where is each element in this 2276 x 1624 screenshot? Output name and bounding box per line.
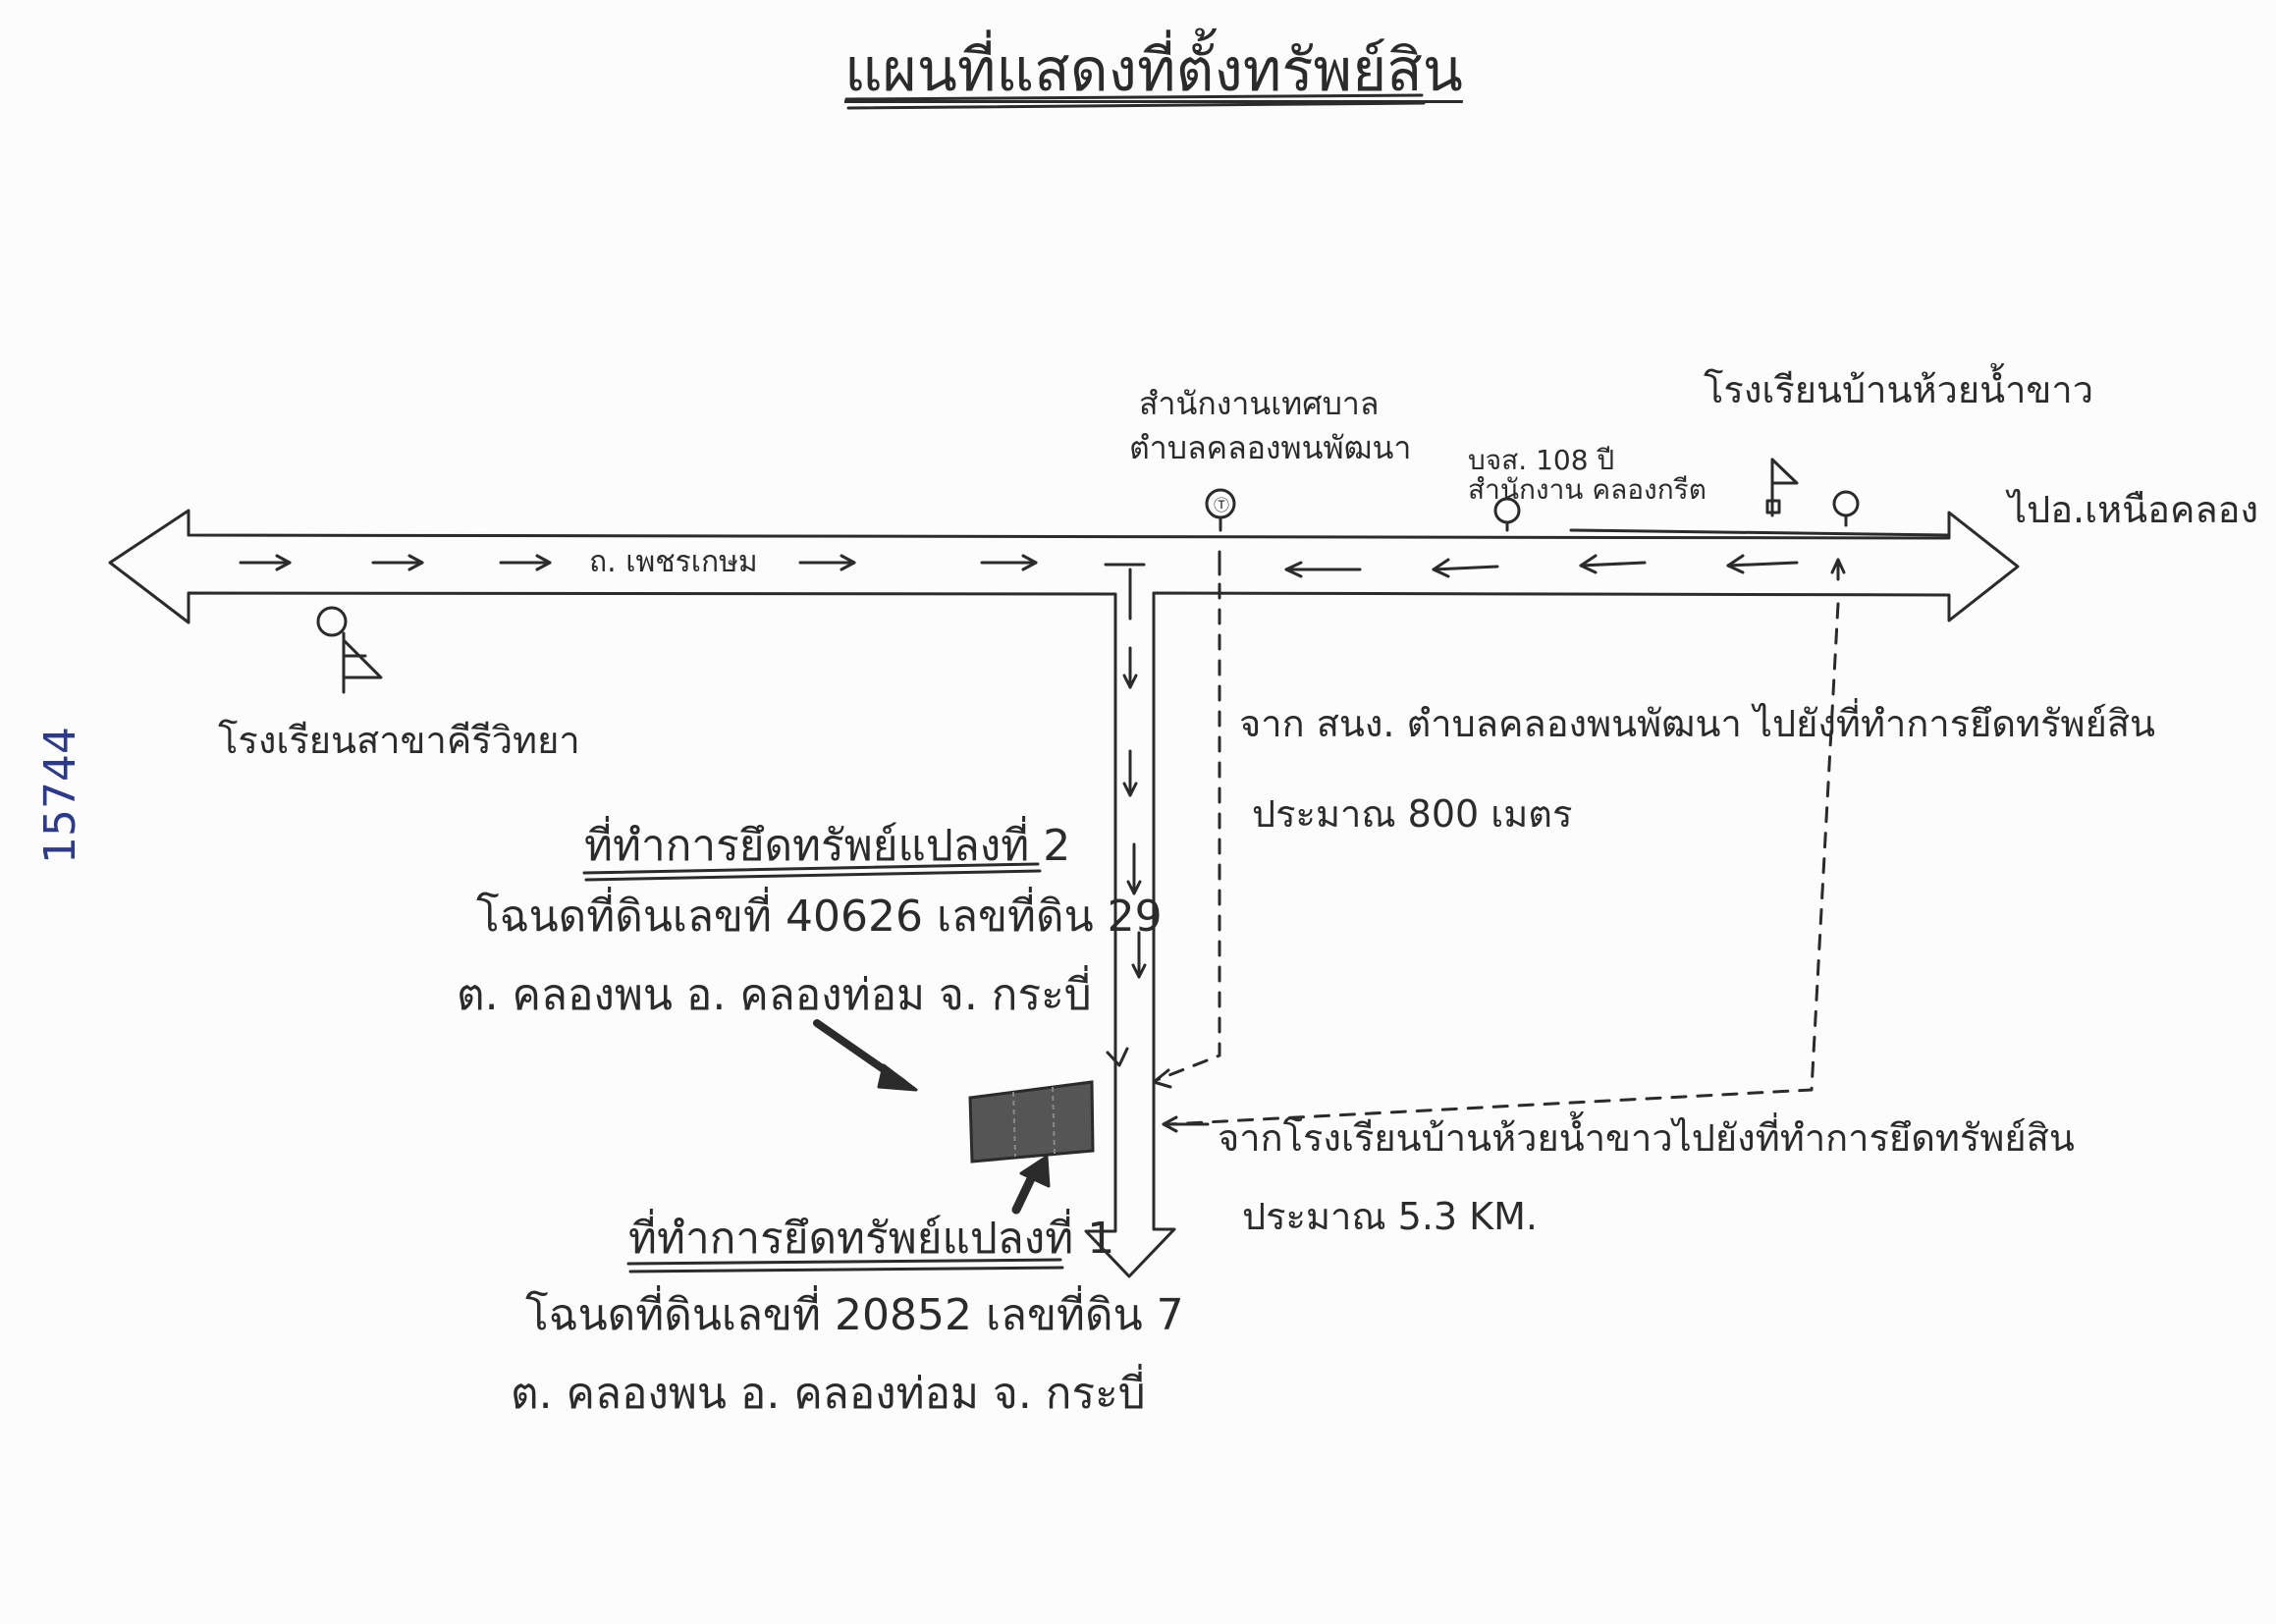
parcel-2-deed: โฉนดที่ดินเลขที่ 40626 เลขที่ดิน 29 <box>476 892 1163 942</box>
map-title: แผนที่แสดงที่ตั้งทรัพย์สิน <box>844 36 1463 105</box>
traffic-arrows-west <box>1218 550 1846 581</box>
municipal-office-label-1: สำนักงานเทศบาล <box>1139 385 1380 422</box>
title-underline-2 <box>846 101 1426 110</box>
road-edge <box>1569 528 1951 537</box>
side-reference-number: 15744 <box>35 727 85 864</box>
land-parcels <box>968 1080 1095 1164</box>
route-from-school <box>1166 602 1840 1126</box>
distance-school-line-1: จากโรงเรียนบ้านห้วยน้ำขาวไปยังที่ทำการยึ… <box>1218 1116 2075 1160</box>
traffic-arrows-east <box>239 554 1146 571</box>
school-east-label: โรงเรียนบ้านห้วยน้ำขาว <box>1704 368 2094 411</box>
main-road <box>108 509 2020 1278</box>
route-from-office <box>1155 582 1221 1082</box>
distance-office-line-2: ประมาณ 800 เมตร <box>1252 792 1573 836</box>
traffic-arrows-south <box>1122 568 1147 979</box>
parcel-1-location: ต. คลองพน อ. คลองท่อม จ. กระบี่ <box>511 1369 1146 1419</box>
distance-office-line-1: จาก สนง. ตำบลคลองพนพัฒนา ไปยังที่ทำการยึ… <box>1239 702 2156 745</box>
parcel-1-heading: ที่ทำการยึดทรัพย์แปลงที่ 1 <box>628 1214 1115 1264</box>
direction-east-label: ไปอ.เหนือคลอง <box>2008 488 2259 531</box>
school-east-icon <box>1832 490 1860 527</box>
distance-school-line-2: ประมาณ 5.3 KM. <box>1242 1195 1538 1238</box>
svg-text:Ⓣ: Ⓣ <box>1214 496 1229 514</box>
school-west-icon <box>316 606 383 694</box>
parcel-block <box>968 1080 1095 1164</box>
municipal-office-icon: Ⓣ <box>1205 488 1236 532</box>
parcel-divider <box>1012 1091 1016 1158</box>
parcel-1-deed: โฉนดที่ดินเลขที่ 20852 เลขที่ดิน 7 <box>525 1290 1184 1340</box>
health-center-label-1: บจส. 108 ปี <box>1468 444 1615 476</box>
road-name: ถ. เพชรเกษม <box>589 545 758 579</box>
parcel-1-arrow-icon <box>1011 1155 1051 1215</box>
parcel-2-location: ต. คลองพน อ. คลองท่อม จ. กระบี่ <box>457 970 1092 1020</box>
municipal-office-label-2: ตำบลคลองพนพัฒนา <box>1129 429 1412 466</box>
school-east-flag-icon <box>1765 458 1799 517</box>
parcel-2-heading: ที่ทำการยึดทรัพย์แปลงที่ 2 <box>584 821 1071 871</box>
health-center-icon <box>1493 497 1521 532</box>
title-underline <box>844 93 1424 101</box>
parcel-2-arrow-icon <box>813 1019 918 1092</box>
health-center-label-2: สำนักงาน คลองกรีต <box>1468 473 1707 506</box>
school-west-label: โรงเรียนสาขาคีรีวิทยา <box>218 719 580 762</box>
